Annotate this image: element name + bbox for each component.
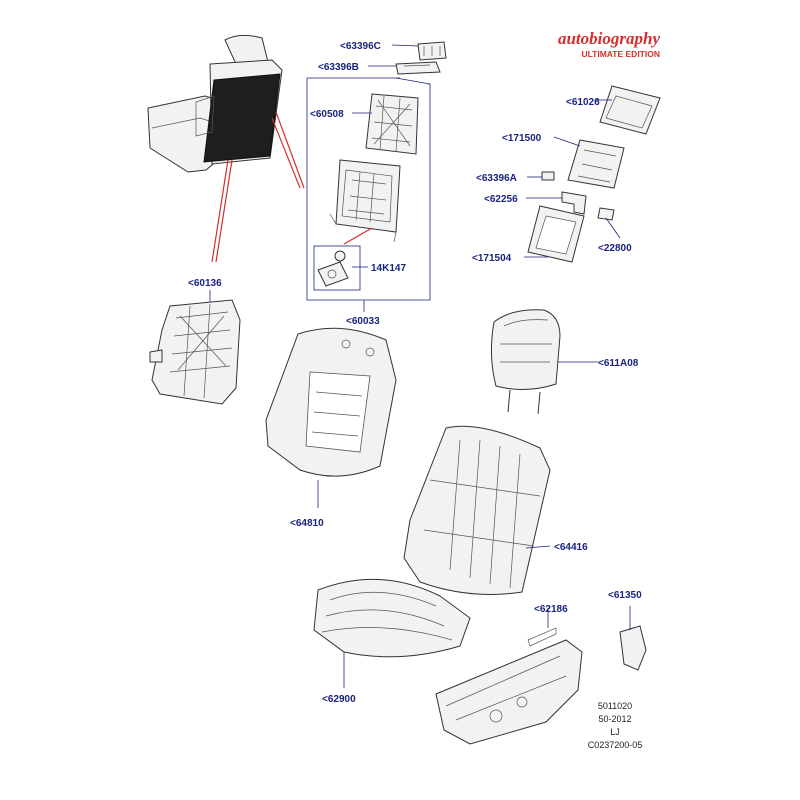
label-60033: <60033 <box>346 316 380 327</box>
brand-title: autobiography <box>557 29 660 48</box>
reference-line-4: C0237200-05 <box>587 740 643 750</box>
label-64810: <64810 <box>290 518 324 529</box>
label-63396a: <63396A <box>476 173 517 184</box>
part-22800-connector <box>597 207 615 221</box>
label-171504: <171504 <box>472 253 512 264</box>
part-171504-frame-pad <box>527 205 585 263</box>
seat-overview-illustration <box>147 34 283 173</box>
part-64416-back-cover <box>403 425 551 595</box>
label-61026: <61026 <box>566 97 600 108</box>
label-62256: <62256 <box>484 194 518 205</box>
part-611a08-headrest <box>490 309 561 415</box>
part-63396c-clip <box>417 41 447 61</box>
label-60508: <60508 <box>310 109 344 120</box>
label-611a08: <611A08 <box>598 358 639 369</box>
reference-codes: 5011020 50-2012 LJ C0237200-05 <box>560 700 670 752</box>
part-60136-back-shell <box>149 299 241 405</box>
label-61350: <61350 <box>608 590 642 601</box>
part-62186-side-trim <box>435 627 583 745</box>
label-22800: <22800 <box>598 243 632 254</box>
label-14k147: 14K147 <box>371 263 406 274</box>
label-171500: <171500 <box>502 133 542 144</box>
brand-subtitle: ULTIMATE EDITION <box>581 49 660 59</box>
reference-line-3: LJ <box>610 727 620 737</box>
label-64416: <64416 <box>554 542 588 553</box>
reference-line-2: 50-2012 <box>598 714 632 724</box>
part-62900-cushion-cover <box>313 578 471 658</box>
part-171500-module <box>567 139 625 189</box>
part-63396b-clip <box>395 61 441 75</box>
part-61350-small-cover <box>619 625 647 671</box>
label-63396b: <63396B <box>318 62 359 73</box>
part-labels: <63396C <63396B <60508 14K147 <60033 <60… <box>188 41 642 705</box>
part-62256-bracket <box>561 191 587 215</box>
leader-lines <box>209 44 631 688</box>
reference-line-1: 5011020 <box>597 701 633 711</box>
label-62900: <62900 <box>322 694 356 705</box>
callout-red-lines <box>211 111 305 263</box>
part-63396a-clip <box>541 171 555 181</box>
frame-group-box <box>306 77 431 301</box>
label-63396c: <63396C <box>340 41 381 52</box>
label-60136: <60136 <box>188 278 222 289</box>
part-60033-back-frame <box>329 159 401 245</box>
label-62186: <62186 <box>534 604 568 615</box>
part-60508-lumbar-panel <box>365 93 419 155</box>
brand-logo: autobiography ULTIMATE EDITION <box>548 30 660 60</box>
part-61026-cover <box>599 85 661 135</box>
seat-back-panel-highlight <box>203 73 281 163</box>
part-14k147-inset <box>313 245 361 291</box>
part-64810-back-pad <box>265 327 397 477</box>
